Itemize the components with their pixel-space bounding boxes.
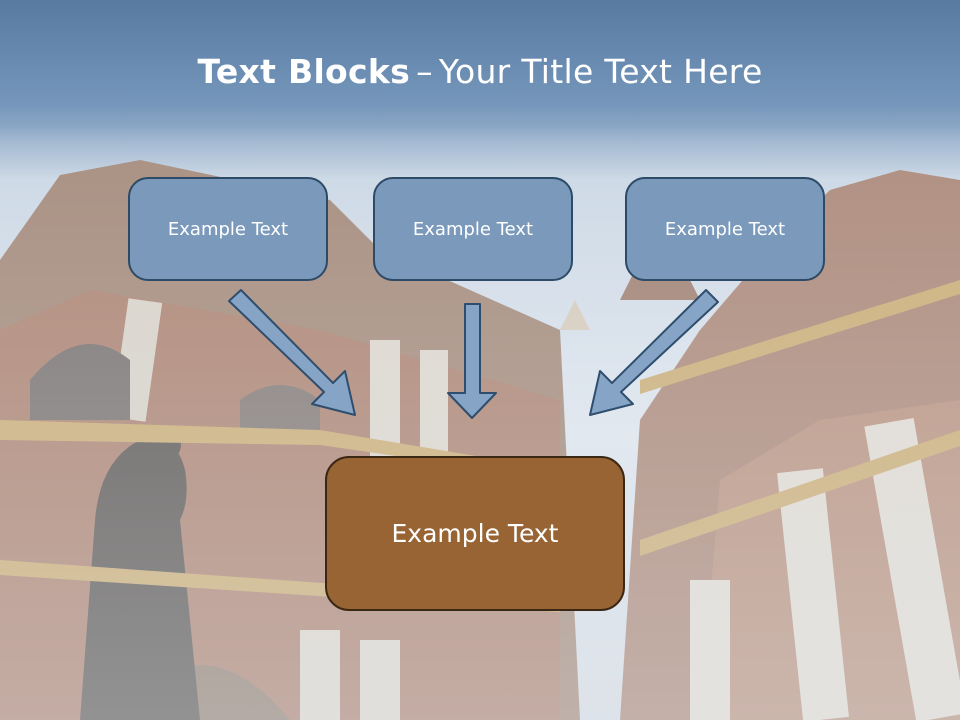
arrow-left-icon — [228, 289, 356, 416]
arrow-right-icon — [589, 289, 719, 416]
title-separator: – — [416, 52, 433, 91]
title-rest: Your Title Text Here — [438, 52, 763, 91]
arrow-down-icon — [447, 303, 497, 419]
target-text-block[interactable]: Example Text — [325, 456, 625, 611]
text-block-center[interactable]: Example Text — [373, 177, 573, 281]
text-block-left[interactable]: Example Text — [128, 177, 328, 281]
title-bold-part: Text Blocks — [197, 52, 411, 91]
text-block-right[interactable]: Example Text — [625, 177, 825, 281]
slide-title: Text Blocks–Your Title Text Here — [0, 52, 960, 91]
